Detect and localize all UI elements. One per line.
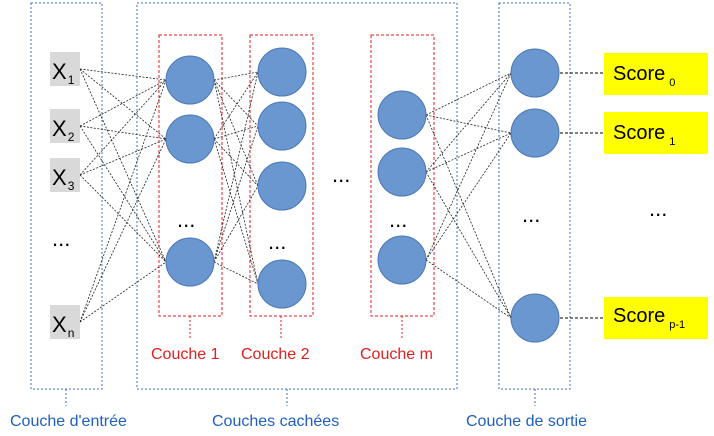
score-ellipsis: ...	[649, 196, 667, 221]
edge-hidden1-hidden2	[213, 138, 259, 285]
connections	[79, 68, 512, 323]
score-box-0	[604, 53, 708, 95]
layerm-ellipsis: ...	[389, 207, 407, 232]
hidden2-node-2	[257, 161, 307, 211]
hidden1-node-2	[165, 237, 215, 287]
hidden-layer-m-label: Couche m	[360, 346, 433, 363]
edge-hiddenm-output	[425, 114, 512, 319]
input-x1: X1	[52, 59, 75, 87]
edge-hiddenm-output	[425, 72, 512, 116]
hidden-layers-box	[136, 2, 458, 390]
edge-hiddenm-output	[425, 171, 512, 319]
hidden-layer-2-box	[249, 34, 314, 317]
score-box-1	[604, 112, 708, 154]
edge-hidden1-hidden2	[213, 79, 259, 285]
edge-hidden1-hidden2	[213, 71, 259, 81]
input-x3: X3	[52, 165, 75, 193]
edge-input-hidden1	[79, 79, 167, 176]
hidden-layer-2-label: Couche 2	[241, 346, 310, 363]
input-box-x3	[50, 158, 80, 192]
edge-hiddenm-output	[425, 114, 512, 134]
input-xn: Xn	[52, 312, 74, 340]
edge-hiddenm-output	[425, 72, 512, 261]
edge-hiddenm-output	[425, 132, 512, 173]
hiddenm-node-2	[377, 235, 427, 285]
hidden2-node-1	[257, 101, 307, 151]
edge-input-hidden1	[79, 79, 167, 323]
edge-hiddenm-output	[425, 132, 512, 261]
edge-hidden1-hidden2	[213, 71, 259, 140]
edge-input-hidden1	[79, 68, 167, 263]
hidden2-node-3	[257, 259, 307, 309]
edge-input-hidden1	[79, 138, 167, 323]
input-x2: X2	[52, 116, 75, 144]
edge-hidden1-hidden2	[213, 79, 259, 127]
edge-hidden1-hidden2	[213, 71, 259, 263]
edge-input-hidden1	[79, 261, 167, 323]
layer1-ellipsis: ...	[177, 207, 195, 232]
input-ellipsis: ...	[52, 226, 70, 251]
edge-hiddenm-output	[425, 72, 512, 173]
edge-input-hidden1	[79, 68, 167, 81]
input-box-x2	[50, 109, 80, 143]
output-node-2	[510, 293, 560, 343]
edge-hidden1-hidden2	[213, 125, 259, 140]
input-box-xn	[50, 305, 80, 339]
edge-input-hidden1	[79, 138, 167, 176]
edge-input-hidden1	[79, 79, 167, 127]
hidden2-node-0	[257, 47, 307, 97]
edge-hidden1-hidden2	[213, 261, 259, 285]
between-layers-ellipsis: ...	[332, 162, 350, 187]
edge-input-hidden1	[79, 174, 167, 263]
edge-hiddenm-output	[425, 259, 512, 319]
hidden-group-label: Couches cachées	[212, 413, 339, 430]
edge-hidden1-hidden2	[213, 185, 259, 263]
edge-input-hidden1	[79, 125, 167, 140]
edge-input-hidden1	[79, 68, 167, 140]
output-node-1	[510, 108, 560, 158]
edge-hidden1-hidden2	[213, 79, 259, 187]
input-group-label: Couche d'entrée	[10, 413, 127, 430]
input-box-x1	[50, 52, 80, 86]
hidden-layer-m-box	[370, 34, 435, 317]
edge-hidden1-hidden2	[213, 125, 259, 263]
hiddenm-node-1	[377, 147, 427, 197]
hidden-layer-1-label: Couche 1	[151, 346, 220, 363]
output-ellipsis: ...	[522, 202, 540, 227]
score-box-p-1	[604, 297, 708, 339]
layer2-ellipsis: ...	[268, 229, 286, 254]
hidden1-node-1	[165, 114, 215, 164]
hiddenm-node-0	[377, 90, 427, 140]
nodes	[165, 47, 560, 343]
output-group-label: Couche de sortie	[466, 413, 587, 430]
output-node-0	[510, 48, 560, 98]
hidden-layer-1-box	[158, 34, 223, 317]
hidden1-node-0	[165, 55, 215, 105]
edge-hidden1-hidden2	[213, 138, 259, 187]
edge-input-hidden1	[79, 125, 167, 263]
